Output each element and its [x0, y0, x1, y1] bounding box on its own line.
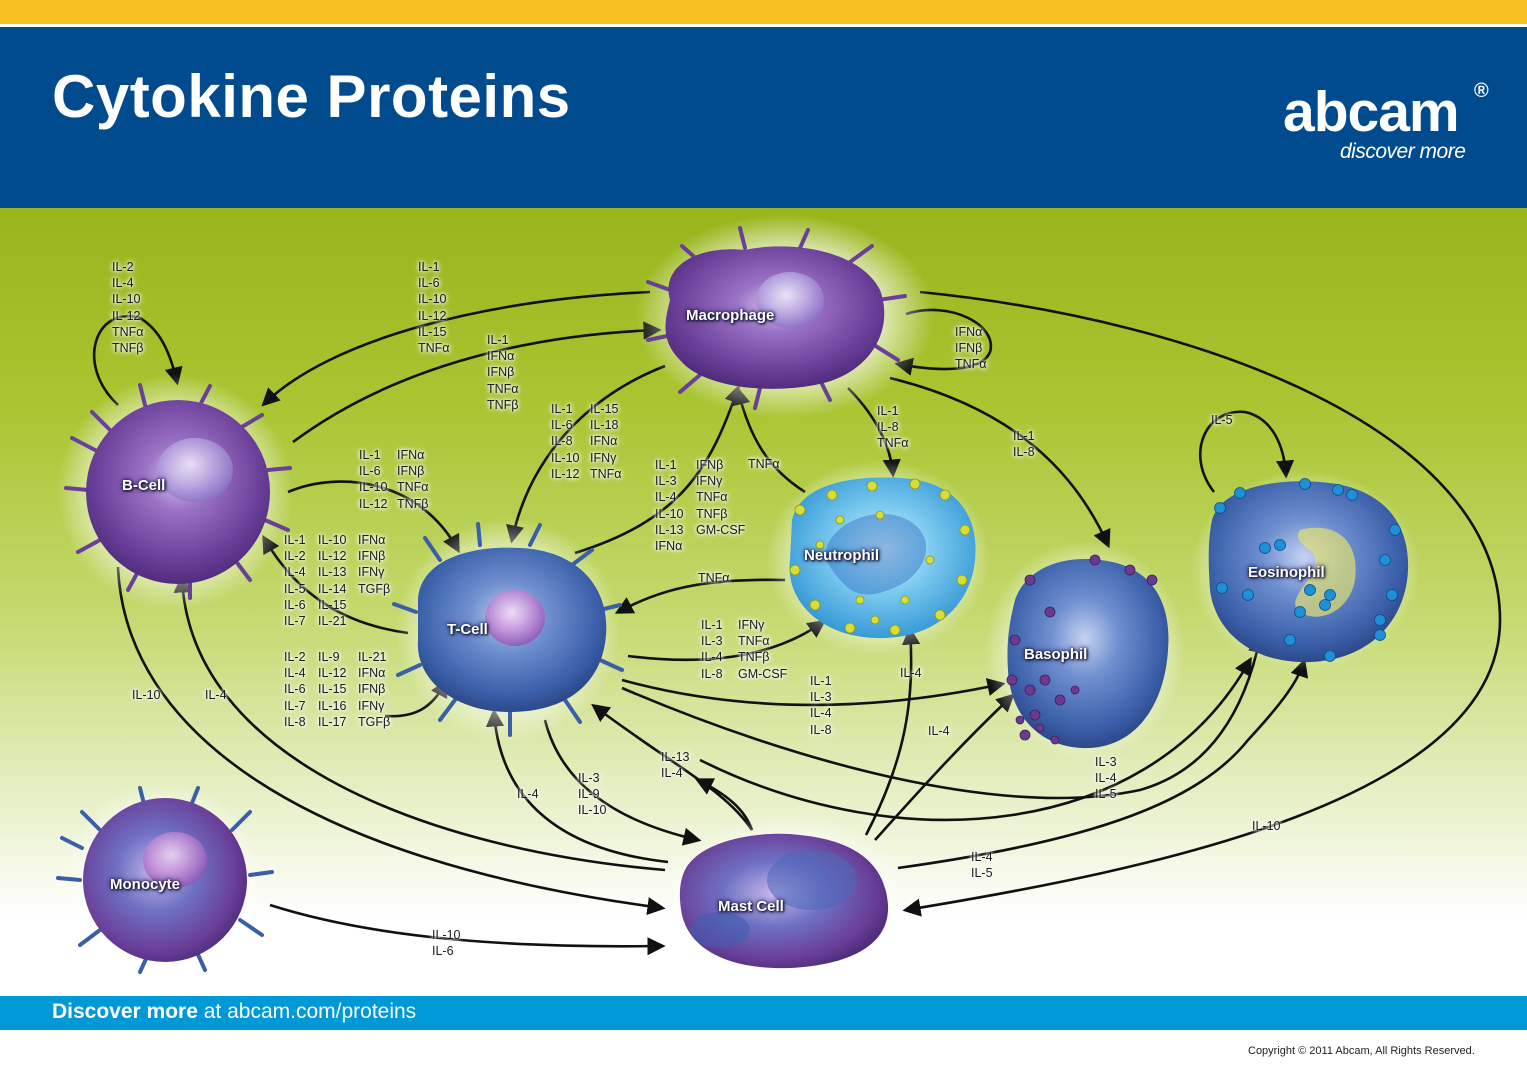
cytokines-mono-to-mast: IL-10 IL-6: [432, 928, 461, 959]
macrophage-cell[interactable]: [635, 214, 935, 418]
cytokines-macro-self: IFNα IFNβ TNFα: [955, 325, 987, 372]
mastcell-label: Mast Cell: [718, 898, 784, 915]
cytokines-mast-to-neutro: IL-4: [900, 666, 922, 680]
b-cell[interactable]: [57, 374, 293, 610]
neutrophil-label: Neutrophil: [804, 547, 879, 564]
arrow-tcell-to-baso: [621, 678, 1006, 707]
cytokines-macro-to-tcell-b: IL-15 IL-18 IFNα IFNγ TNFα: [590, 402, 622, 481]
cytokine-network-diagram: [0, 208, 1527, 996]
cytokines-tcell-to-eosino: IL-3 IL-4 IL-5: [1095, 755, 1117, 802]
cytokines-tcell-self-c: IL-21 IFNα IFNβ IFNγ TGFβ: [358, 650, 391, 729]
tcell-label: T-Cell: [447, 621, 488, 638]
arrow-tcell-to-macro: [574, 384, 742, 555]
arrow-macro-self: [894, 308, 993, 376]
monocyte-label: Monocyte: [110, 876, 181, 893]
arrow-bcell-to-macro: [292, 321, 662, 444]
cytokines-bcell-self: IL-2 IL-4 IL-10 IL-12 TNFα TNFβ: [112, 260, 144, 356]
copyright-notice: Copyright © 2011 Abcam, All Rights Reser…: [1248, 1045, 1475, 1057]
cytokines-tcell-to-neutro-b: IFNγ TNFα TNFβ GM-CSF: [738, 618, 788, 681]
arrow-mono-to-mast: [269, 903, 666, 956]
cytokines-tcell-to-macro-a: IL-1 IL-3 IL-4 IL-10 IL-13 IFNα: [655, 458, 684, 554]
arrow-mast-to-eosino: [897, 658, 1309, 870]
brand-logo[interactable]: abcam: [1283, 80, 1460, 144]
cytokines-tcell-to-mast: IL-3 IL-9 IL-10: [578, 771, 607, 818]
cytokines-mast-to-tcell-b: IL-13 IL-4: [661, 750, 690, 781]
basophil-label: Basophil: [1024, 646, 1088, 663]
cytokines-tcell-self-a: IL-2 IL-4 IL-6 IL-7 IL-8: [284, 650, 306, 729]
diagram-canvas: [56, 214, 1502, 985]
page-title: Cytokine Proteins: [52, 63, 571, 130]
arrow-tcell-to-neutro: [627, 619, 826, 662]
arrow-mast-to-neutro: [864, 626, 921, 836]
arrow-macro-to-baso: [889, 376, 1111, 549]
arrow-macro-to-tcell: [506, 364, 666, 544]
cytokines-mast-to-baso: IL-4: [928, 724, 950, 738]
arrow-macro-to-bcell: [261, 290, 651, 407]
cytokines-neutro-to-macro: TNFα: [748, 457, 780, 471]
cytokines-macro-to-mast: IL-10: [1252, 819, 1281, 833]
cytokines-macro-to-tcell-a: IL-1 IL-6 IL-8 IL-10 IL-12: [551, 402, 580, 481]
arrow-bcell-to-tcell: [287, 480, 460, 554]
cytokines-tcell-to-macro-b: IFNβ IFNγ TNFα TNFβ GM-CSF: [696, 458, 746, 537]
monocyte-cell[interactable]: [56, 782, 274, 978]
cytokines-macro-to-baso: IL-1 IL-8: [1013, 429, 1035, 460]
arrow-mast-to-baso: [874, 693, 1015, 841]
arrow-macro-to-mast: [902, 290, 1502, 917]
footer-link[interactable]: Discover more at abcam.com/proteins: [52, 1000, 416, 1024]
arrow-mast-to-tcell: [485, 708, 669, 864]
footer-lead: Discover more: [52, 1000, 198, 1023]
cytokines-bcell-to-macro: IL-1 IFNα IFNβ TNFα TNFβ: [487, 333, 519, 412]
cytokines-eosino-self: IL-5: [1211, 413, 1233, 427]
cytokines-tcell-to-baso: IL-1 IL-3 IL-4 IL-8: [810, 674, 832, 737]
arrow-tcell-to-bcell: [262, 534, 409, 635]
brand-tagline: discover more: [1340, 140, 1466, 163]
macrophage-label: Macrophage: [686, 307, 775, 324]
cytokines-bcell-to-mast: IL-10: [132, 688, 161, 702]
arrow-mast-to-eosino-b: [699, 656, 1252, 822]
bcell-label: B-Cell: [122, 477, 166, 494]
footer-url: at abcam.com/proteins: [197, 1000, 417, 1023]
arrow-mast-to-bcell: [173, 574, 666, 872]
top-accent-bar: [0, 0, 1527, 24]
cytokines-bcell-to-tcell-a: IL-1 IL-6 IL-10 IL-12: [359, 448, 388, 511]
cytokines-mast-to-bcell: IL-4: [205, 688, 227, 702]
cytokines-macro-to-neutro: IL-1 IL-8 TNFα: [877, 404, 909, 451]
cytokines-mast-to-tcell: IL-4: [517, 787, 539, 801]
t-cell[interactable]: [392, 518, 624, 742]
basophil-cell[interactable]: [985, 540, 1185, 760]
mast-cell[interactable]: [665, 815, 905, 985]
cytokines-bcell-to-tcell-b: IFNα IFNβ TNFα TNFβ: [397, 448, 429, 511]
registered-mark: ®: [1474, 80, 1489, 102]
neutrophil-cell[interactable]: [766, 460, 990, 656]
cytokines-tcell-to-bcell-b: IL-10 IL-12 IL-13 IL-14 IL-15 IL-21: [318, 533, 347, 629]
arrow-tcell-to-mast: [543, 719, 702, 846]
cytokines-tcell-to-bcell-c: IFNα IFNβ IFNγ TGFβ: [358, 533, 391, 596]
cytokines-tcell-to-neutro-a: IL-1 IL-3 IL-4 IL-8: [701, 618, 723, 681]
arrow-bcell-to-mast: [116, 566, 666, 916]
header-banner: [0, 27, 1527, 208]
cytokines-tcell-self-b: IL-9 IL-12 IL-15 IL-16 IL-17: [318, 650, 347, 729]
arrow-tcell-to-eosino: [621, 634, 1266, 800]
arrow-neutro-to-tcell: [614, 578, 786, 614]
cytokines-tcell-to-bcell-a: IL-1 IL-2 IL-4 IL-5 IL-6 IL-7: [284, 533, 306, 629]
arrow-eosino-self: [1198, 410, 1295, 493]
eosinophil-cell[interactable]: [1190, 470, 1420, 670]
top-divider: [0, 24, 1527, 27]
eosinophil-label: Eosinophil: [1248, 564, 1325, 581]
cytokines-neutro-to-tcell: TNFα: [698, 571, 730, 585]
footer-bar: Discover more at abcam.com/proteins: [0, 996, 1527, 1030]
cytokines-mast-to-eosino: IL-4 IL-5: [971, 850, 993, 881]
cytokines-macro-to-bcell: IL-1 IL-6 IL-10 IL-12 IL-15 TNFα: [418, 260, 450, 356]
arrow-bcell-self: [92, 314, 183, 406]
arrow-mast-to-tcell-b: [591, 703, 754, 831]
